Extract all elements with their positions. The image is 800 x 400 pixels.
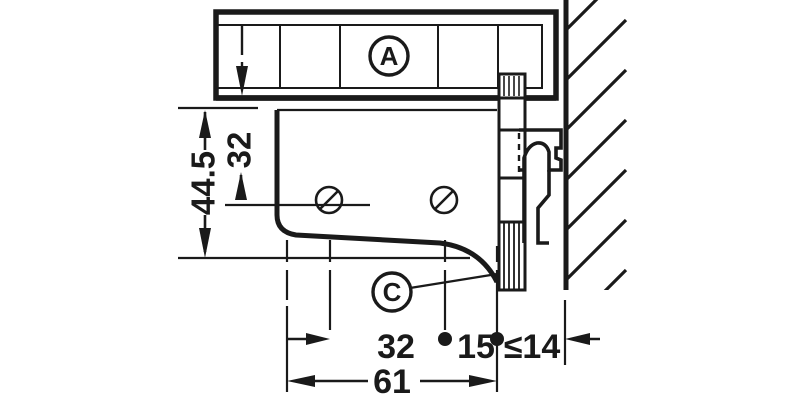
- balloon-a-circle: [368, 35, 410, 77]
- balloon-c-label: C: [383, 277, 402, 307]
- dim-point-445: [438, 332, 452, 346]
- dim-row-upper: 32 15 ≤14: [287, 328, 600, 366]
- balloon-c-leader: [409, 272, 498, 290]
- rail-body: [497, 96, 527, 292]
- top-panel-thickness-arrow: [236, 26, 248, 96]
- rail-hatch-lines: [503, 222, 520, 290]
- balloon-a: A: [368, 35, 410, 77]
- door-panel-profile: [274, 110, 500, 284]
- balloon-c: C: [371, 271, 498, 313]
- arrowhead-down: [236, 66, 248, 96]
- hatched-wall: [563, 0, 628, 290]
- vertical-mounting-rail: [497, 96, 527, 292]
- balloon-a-label: A: [380, 41, 399, 71]
- dim-61-label: 61: [373, 363, 411, 400]
- dim-61-arrow-right: [469, 375, 497, 387]
- screw-right: [429, 185, 459, 215]
- hanger-bracket-hook: [519, 128, 563, 245]
- dim-14-max-label: ≤14: [504, 328, 561, 366]
- dim-44-5-arrow-top: [199, 110, 211, 138]
- rail-connector-block: [497, 72, 527, 100]
- dim-14-arrow: [565, 333, 590, 345]
- dim-61: 61: [287, 363, 497, 400]
- dim-44-5: 44.5: [178, 106, 470, 260]
- screw-right-slot: [434, 190, 454, 210]
- dim-44-5-arrow-bottom: [199, 228, 211, 258]
- dim-point-497: [490, 332, 504, 346]
- dim-32-horizontal-label: 32: [377, 328, 415, 366]
- dimension-extension-lines: [285, 240, 567, 392]
- dim-32-h-arrow: [306, 333, 330, 345]
- door-front-panel: [274, 108, 500, 284]
- balloon-c-circle: [371, 271, 413, 313]
- top-panel-inner-outline: [215, 24, 543, 89]
- dim-32-vertical: 32: [221, 132, 370, 207]
- dim-32-vertical-label: 32: [221, 132, 258, 169]
- dim-44-5-label: 44.5: [185, 151, 222, 215]
- dim-32-arrow-up: [235, 172, 247, 200]
- screw-left: [314, 185, 344, 215]
- dim-15-label: 15: [457, 328, 495, 366]
- dim-61-arrow-left: [287, 375, 315, 387]
